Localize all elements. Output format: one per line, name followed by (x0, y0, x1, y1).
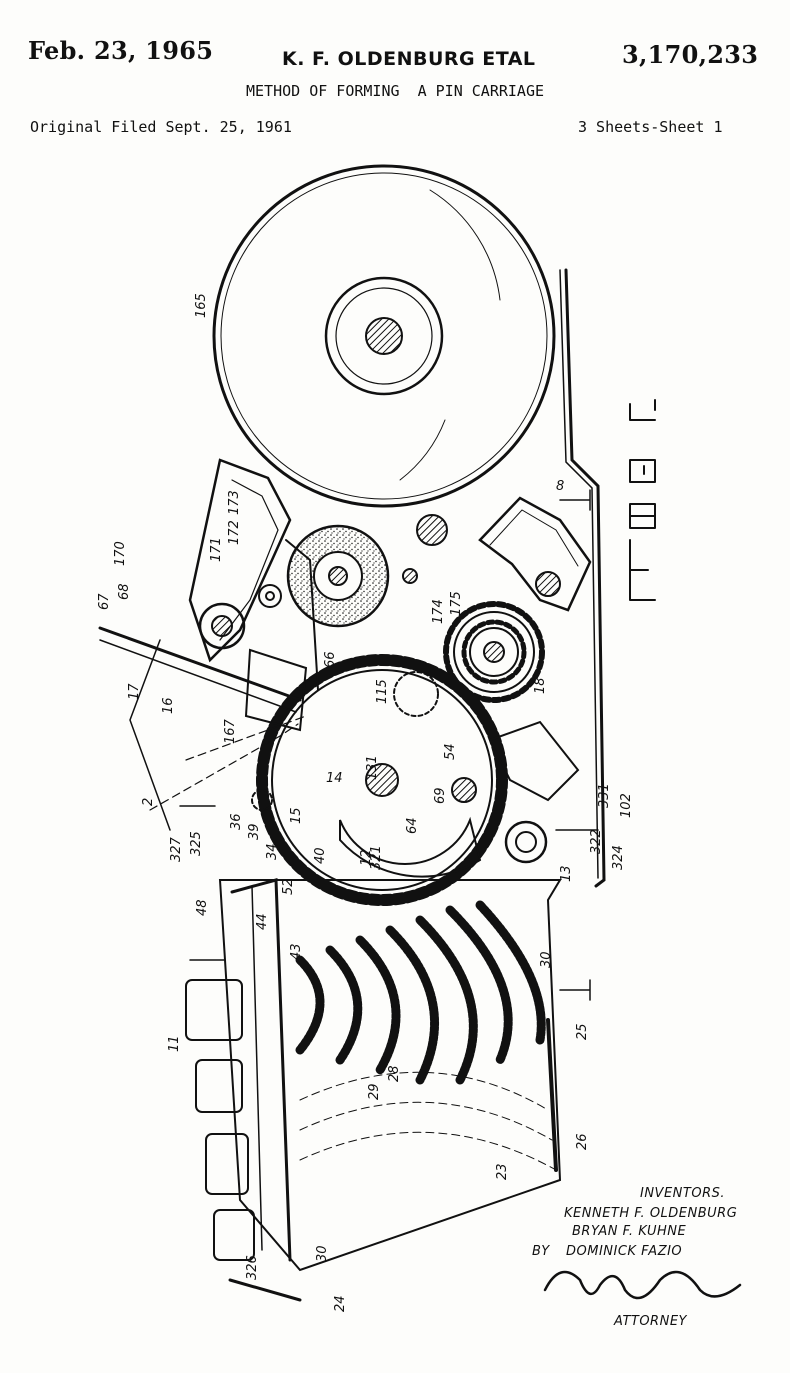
reference-numeral: 11 (167, 1035, 182, 1052)
reference-numeral: 66 (323, 651, 338, 668)
reference-numeral: 165 (194, 293, 209, 318)
reference-numeral: 23 (495, 1163, 510, 1180)
reference-numeral: 54 (443, 743, 458, 760)
ink-roller (286, 524, 390, 628)
reference-numeral: 67 (97, 593, 112, 610)
drive-gear (443, 601, 545, 703)
patent-title: METHOD OF FORMING A PIN CARRIAGE (246, 82, 545, 100)
upper-disk (212, 164, 556, 508)
reference-numeral: 174 (431, 599, 446, 624)
reference-numeral: 322 (589, 829, 604, 854)
main-gear (251, 654, 508, 906)
reference-numeral: 30 (539, 951, 554, 968)
reference-numeral: 26 (575, 1133, 590, 1150)
inventors-heading: INVENTORS. (640, 1186, 725, 1201)
reference-numeral: 13 (559, 865, 574, 882)
by-label: BY (532, 1244, 550, 1259)
reference-numeral: 167 (223, 718, 238, 744)
reference-numeral: 326 (245, 1255, 260, 1280)
reference-numeral: 44 (255, 913, 270, 930)
reference-numeral: 321 (369, 845, 384, 870)
patent-date: Feb. 23, 1965 (28, 36, 214, 65)
inventors-short: K. F. OLDENBURG ETAL (282, 48, 536, 70)
reference-numeral: 30 (315, 1245, 330, 1262)
reference-numeral: 52 (281, 878, 296, 895)
reference-numeral: 15 (289, 807, 304, 824)
filed-date: Original Filed Sept. 25, 1961 (30, 118, 292, 136)
reference-numeral: 48 (195, 899, 210, 916)
reference-numeral: 43 (289, 943, 304, 960)
reference-numeral: 69 (433, 787, 448, 804)
reference-numeral: 40 (313, 847, 328, 864)
reference-numeral: 331 (597, 783, 612, 808)
reference-numeral: 171 (209, 537, 224, 562)
reference-numeral: 17 (127, 683, 142, 700)
inventor-name-2: BRYAN F. KUHNE (572, 1224, 687, 1239)
inventor-name-1: KENNETH F. OLDENBURG (564, 1206, 738, 1221)
reference-numeral: 29 (367, 1083, 382, 1100)
reference-numeral: 12 (359, 849, 374, 866)
reference-numeral: 18 (533, 677, 548, 694)
reference-numeral: 68 (117, 583, 132, 600)
reference-numeral: 8 (556, 479, 564, 494)
reference-numeral: 16 (161, 697, 176, 714)
reference-numeral: 36 (229, 813, 244, 830)
reference-numeral: 34 (265, 843, 280, 860)
reference-numeral: 25 (575, 1023, 590, 1040)
fig-1-label-art (629, 399, 656, 601)
reference-numeral: 115 (375, 679, 390, 704)
reference-numeral: 175 (449, 591, 464, 616)
reference-numeral: 324 (611, 845, 626, 870)
attorney-label: ATTORNEY (614, 1314, 687, 1329)
reference-numeral: 170 (113, 541, 128, 566)
pin-carriage (218, 878, 562, 1272)
reference-numeral: 2 (141, 798, 156, 806)
reference-numeral: 39 (247, 823, 262, 840)
sheet-count: 3 Sheets-Sheet 1 (578, 118, 723, 136)
reference-numeral: 24 (333, 1295, 348, 1312)
reference-numeral: 102 (619, 793, 634, 818)
reference-numeral: 64 (405, 817, 420, 834)
reference-numeral: 325 (189, 831, 204, 856)
reference-numeral: 173 (227, 490, 242, 515)
inventor-name-3: DOMINICK FAZIO (566, 1244, 683, 1259)
reference-numeral: 131 (365, 755, 380, 780)
reference-numeral: 327 (169, 836, 184, 862)
patent-number: 3,170,233 (622, 40, 759, 69)
attorney-signature (543, 1270, 742, 1300)
reference-numeral: 172 (227, 520, 242, 545)
reference-numeral: 28 (387, 1065, 402, 1082)
reference-numeral: 14 (326, 771, 343, 786)
